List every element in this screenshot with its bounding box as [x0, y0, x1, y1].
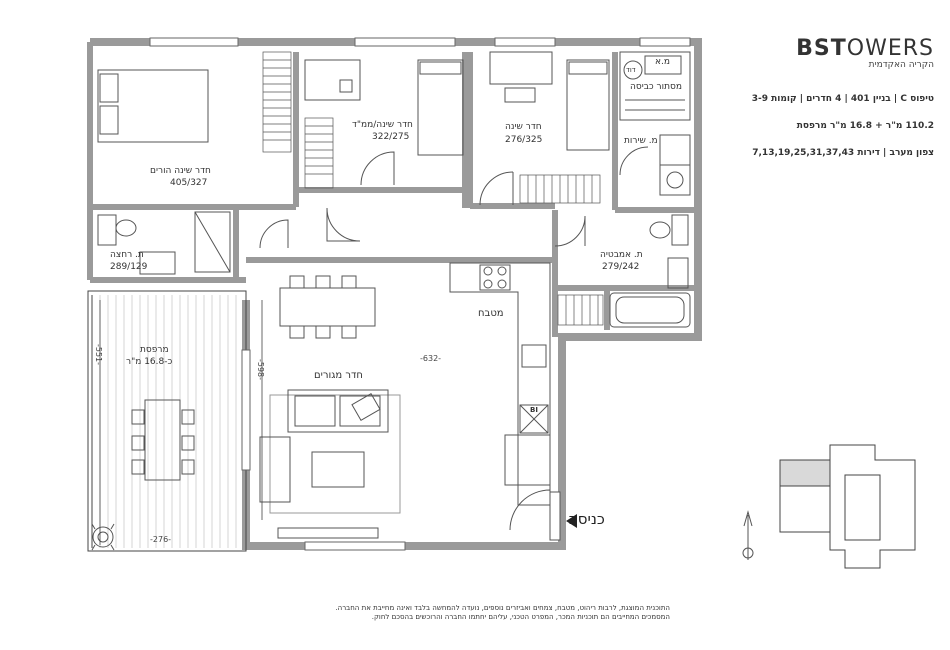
room-master-bedroom-dims: 405/327 [170, 178, 208, 188]
room-safe-bedroom-dims: 322/275 [372, 132, 410, 142]
room-master-bedroom-name: חדר שינה הורים [150, 166, 211, 176]
desk-icon [304, 51, 553, 103]
bathtub-icon [609, 292, 691, 328]
spec-type-line: טיפוס C | בניין 401 | 4 חדרים | קומות 3-… [751, 94, 934, 104]
sink-icon [139, 251, 689, 289]
room-ac-niche-name: מ.א [655, 57, 670, 67]
dimension-lines [99, 300, 263, 545]
room-laundry-niche-name: מסתור כביסה [630, 82, 682, 92]
built-in-oven-label: BI [530, 406, 538, 414]
room-living-name: חדר מגורים [314, 370, 363, 381]
footnote-line: המסמכים המחייבים הם תוכניות המכר, המפרט … [371, 613, 670, 621]
room-boiler-name: דוד [626, 66, 636, 74]
balcony-railing [87, 290, 247, 552]
dim-balcony-depth: -551- [94, 343, 104, 366]
room-shower-name: ת. רחצה [110, 250, 144, 260]
bed-icon [97, 59, 610, 156]
room-shower-dims: 289/129 [110, 262, 148, 272]
toilet-icon [97, 214, 689, 246]
room-bedroom-name: חדר שינה [505, 122, 542, 132]
room-bathroom-dims: 279/242 [602, 262, 640, 272]
logo-bold: BST [796, 36, 847, 61]
kitchen-counter [449, 262, 551, 506]
interior-walls [87, 42, 698, 337]
disclaimer-footnote: התוכנית המוצגת, לרבות ריהוט, מטבח, צמחים… [300, 604, 670, 622]
balcony-table-icon [131, 399, 195, 481]
north-arrow-icon [742, 510, 754, 560]
room-bedroom-dims: 276/325 [505, 135, 543, 145]
laundry-niche [619, 51, 691, 121]
dim-balcony-width: -276- [150, 535, 172, 544]
room-safe-bedroom-name: חדר שינה/ממ"ד [352, 120, 413, 130]
washer-icon [659, 134, 691, 196]
dim-living-depth: -598- [256, 358, 266, 381]
entry-arrow-icon [566, 514, 577, 528]
room-balcony-name: מרפסת [140, 345, 169, 355]
room-service-restroom-name: מ. שירות [624, 136, 658, 146]
dim-living-width: -632- [420, 354, 442, 363]
room-kitchen-name: מטבח [478, 308, 504, 319]
brand-logo: BSTOWERS [796, 36, 934, 61]
logo-rest: OWERS [846, 36, 934, 61]
room-bathroom-name: ת. אמבטיה [600, 250, 643, 260]
plant-icon [91, 523, 115, 551]
spec-apartments-line: צפון מערב | דירות 7,13,19,25,31,37,43 [752, 148, 934, 158]
brand-subtitle: הקריה האקדמית [868, 60, 934, 70]
entrance-label: כניסה [568, 510, 605, 528]
shower-icon [194, 211, 231, 273]
sofa-icon [259, 389, 401, 539]
wardrobe-icon [262, 51, 604, 326]
spec-area-line: 110.2 מ"ר + 16.8 מ"ר מרפסת [796, 121, 934, 131]
footnote-line: התוכנית המוצגת, לרבות ריהוט, מטבח, צמחים… [335, 604, 670, 612]
window-openings [149, 37, 691, 551]
doors [259, 146, 649, 541]
dining-table-icon [279, 275, 376, 339]
keyplan [779, 444, 916, 569]
room-balcony-area: כ-16.8 מ"ר [126, 357, 173, 367]
